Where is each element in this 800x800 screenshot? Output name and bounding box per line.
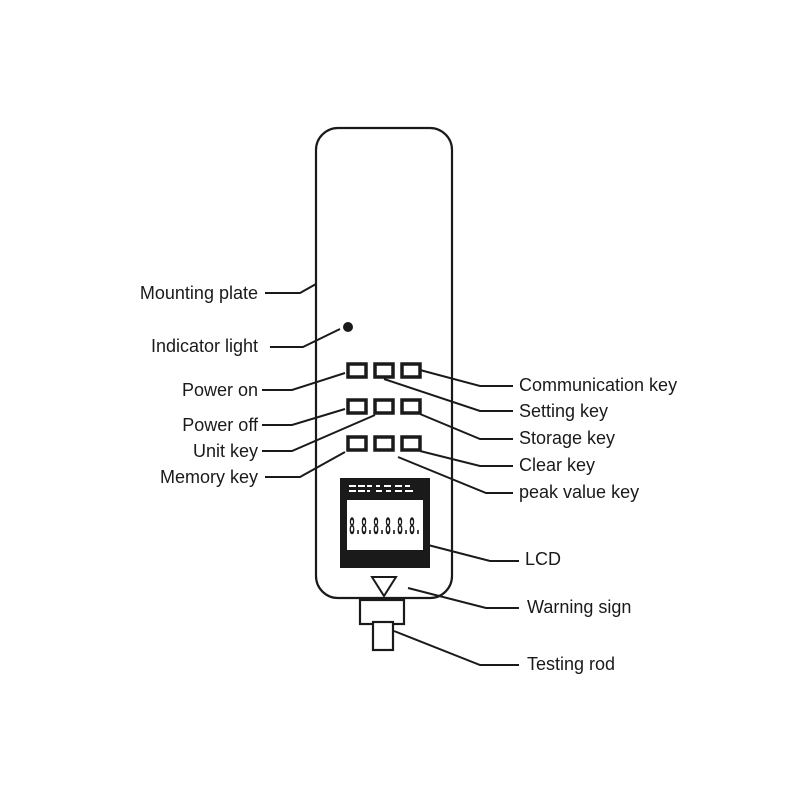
label-communication-key: Communication key — [519, 375, 677, 395]
label-setting-key: Setting key — [519, 401, 608, 421]
leader-clear-key — [419, 450, 513, 467]
label-clear-key: Clear key — [519, 455, 595, 475]
leader-warning-sign — [407, 587, 519, 609]
leader-power-on — [262, 372, 346, 391]
key-row-2 — [346, 398, 422, 415]
leader-setting-key — [383, 378, 513, 412]
lcd-digits: 8.8.8.8.8.8. — [349, 515, 421, 540]
lcd-window — [347, 500, 423, 550]
setting-key-button[interactable] — [400, 362, 422, 379]
lcd-status-marks — [349, 485, 413, 492]
clear-key-button[interactable] — [400, 435, 422, 452]
label-power-on: Power on — [182, 380, 258, 400]
label-warning-sign: Warning sign — [527, 597, 631, 617]
leader-peak-value-key — [397, 456, 513, 494]
leader-communication-key — [419, 369, 513, 387]
leader-indicator-light — [270, 328, 341, 348]
key-row-3 — [346, 435, 422, 452]
label-peak-value-key: peak value key — [519, 482, 639, 502]
label-memory-key: Memory key — [160, 467, 258, 487]
unit-key-button[interactable] — [373, 398, 395, 415]
testing-rod-shaft — [371, 620, 395, 652]
label-storage-key: Storage key — [519, 428, 615, 448]
label-testing-rod: Testing rod — [527, 654, 615, 674]
lcd-screen: 8.8.8.8.8.8. — [340, 478, 430, 568]
label-mounting-plate: Mounting plate — [140, 283, 258, 303]
leader-mounting-plate — [265, 283, 317, 294]
warning-triangle-icon — [370, 576, 398, 598]
label-lcd: LCD — [525, 549, 561, 569]
indicator-light-dot — [343, 322, 353, 332]
power-off-key[interactable] — [346, 398, 368, 415]
leader-lcd — [427, 544, 519, 562]
leader-unit-key — [262, 414, 376, 452]
leader-testing-rod — [393, 630, 519, 666]
rod-connector — [358, 598, 406, 626]
label-unit-key: Unit key — [193, 441, 258, 461]
power-on-key[interactable] — [346, 362, 368, 379]
memory-key-button[interactable] — [346, 435, 368, 452]
label-indicator-light: Indicator light — [151, 336, 258, 356]
leader-storage-key — [419, 413, 513, 440]
key-row-1 — [346, 362, 422, 379]
leader-memory-key — [265, 451, 346, 478]
label-power-off: Power off — [182, 415, 259, 435]
peak-value-key-button[interactable] — [373, 435, 395, 452]
storage-key-button[interactable] — [400, 398, 422, 415]
communication-key-button[interactable] — [373, 362, 395, 379]
leader-power-off — [262, 408, 346, 426]
